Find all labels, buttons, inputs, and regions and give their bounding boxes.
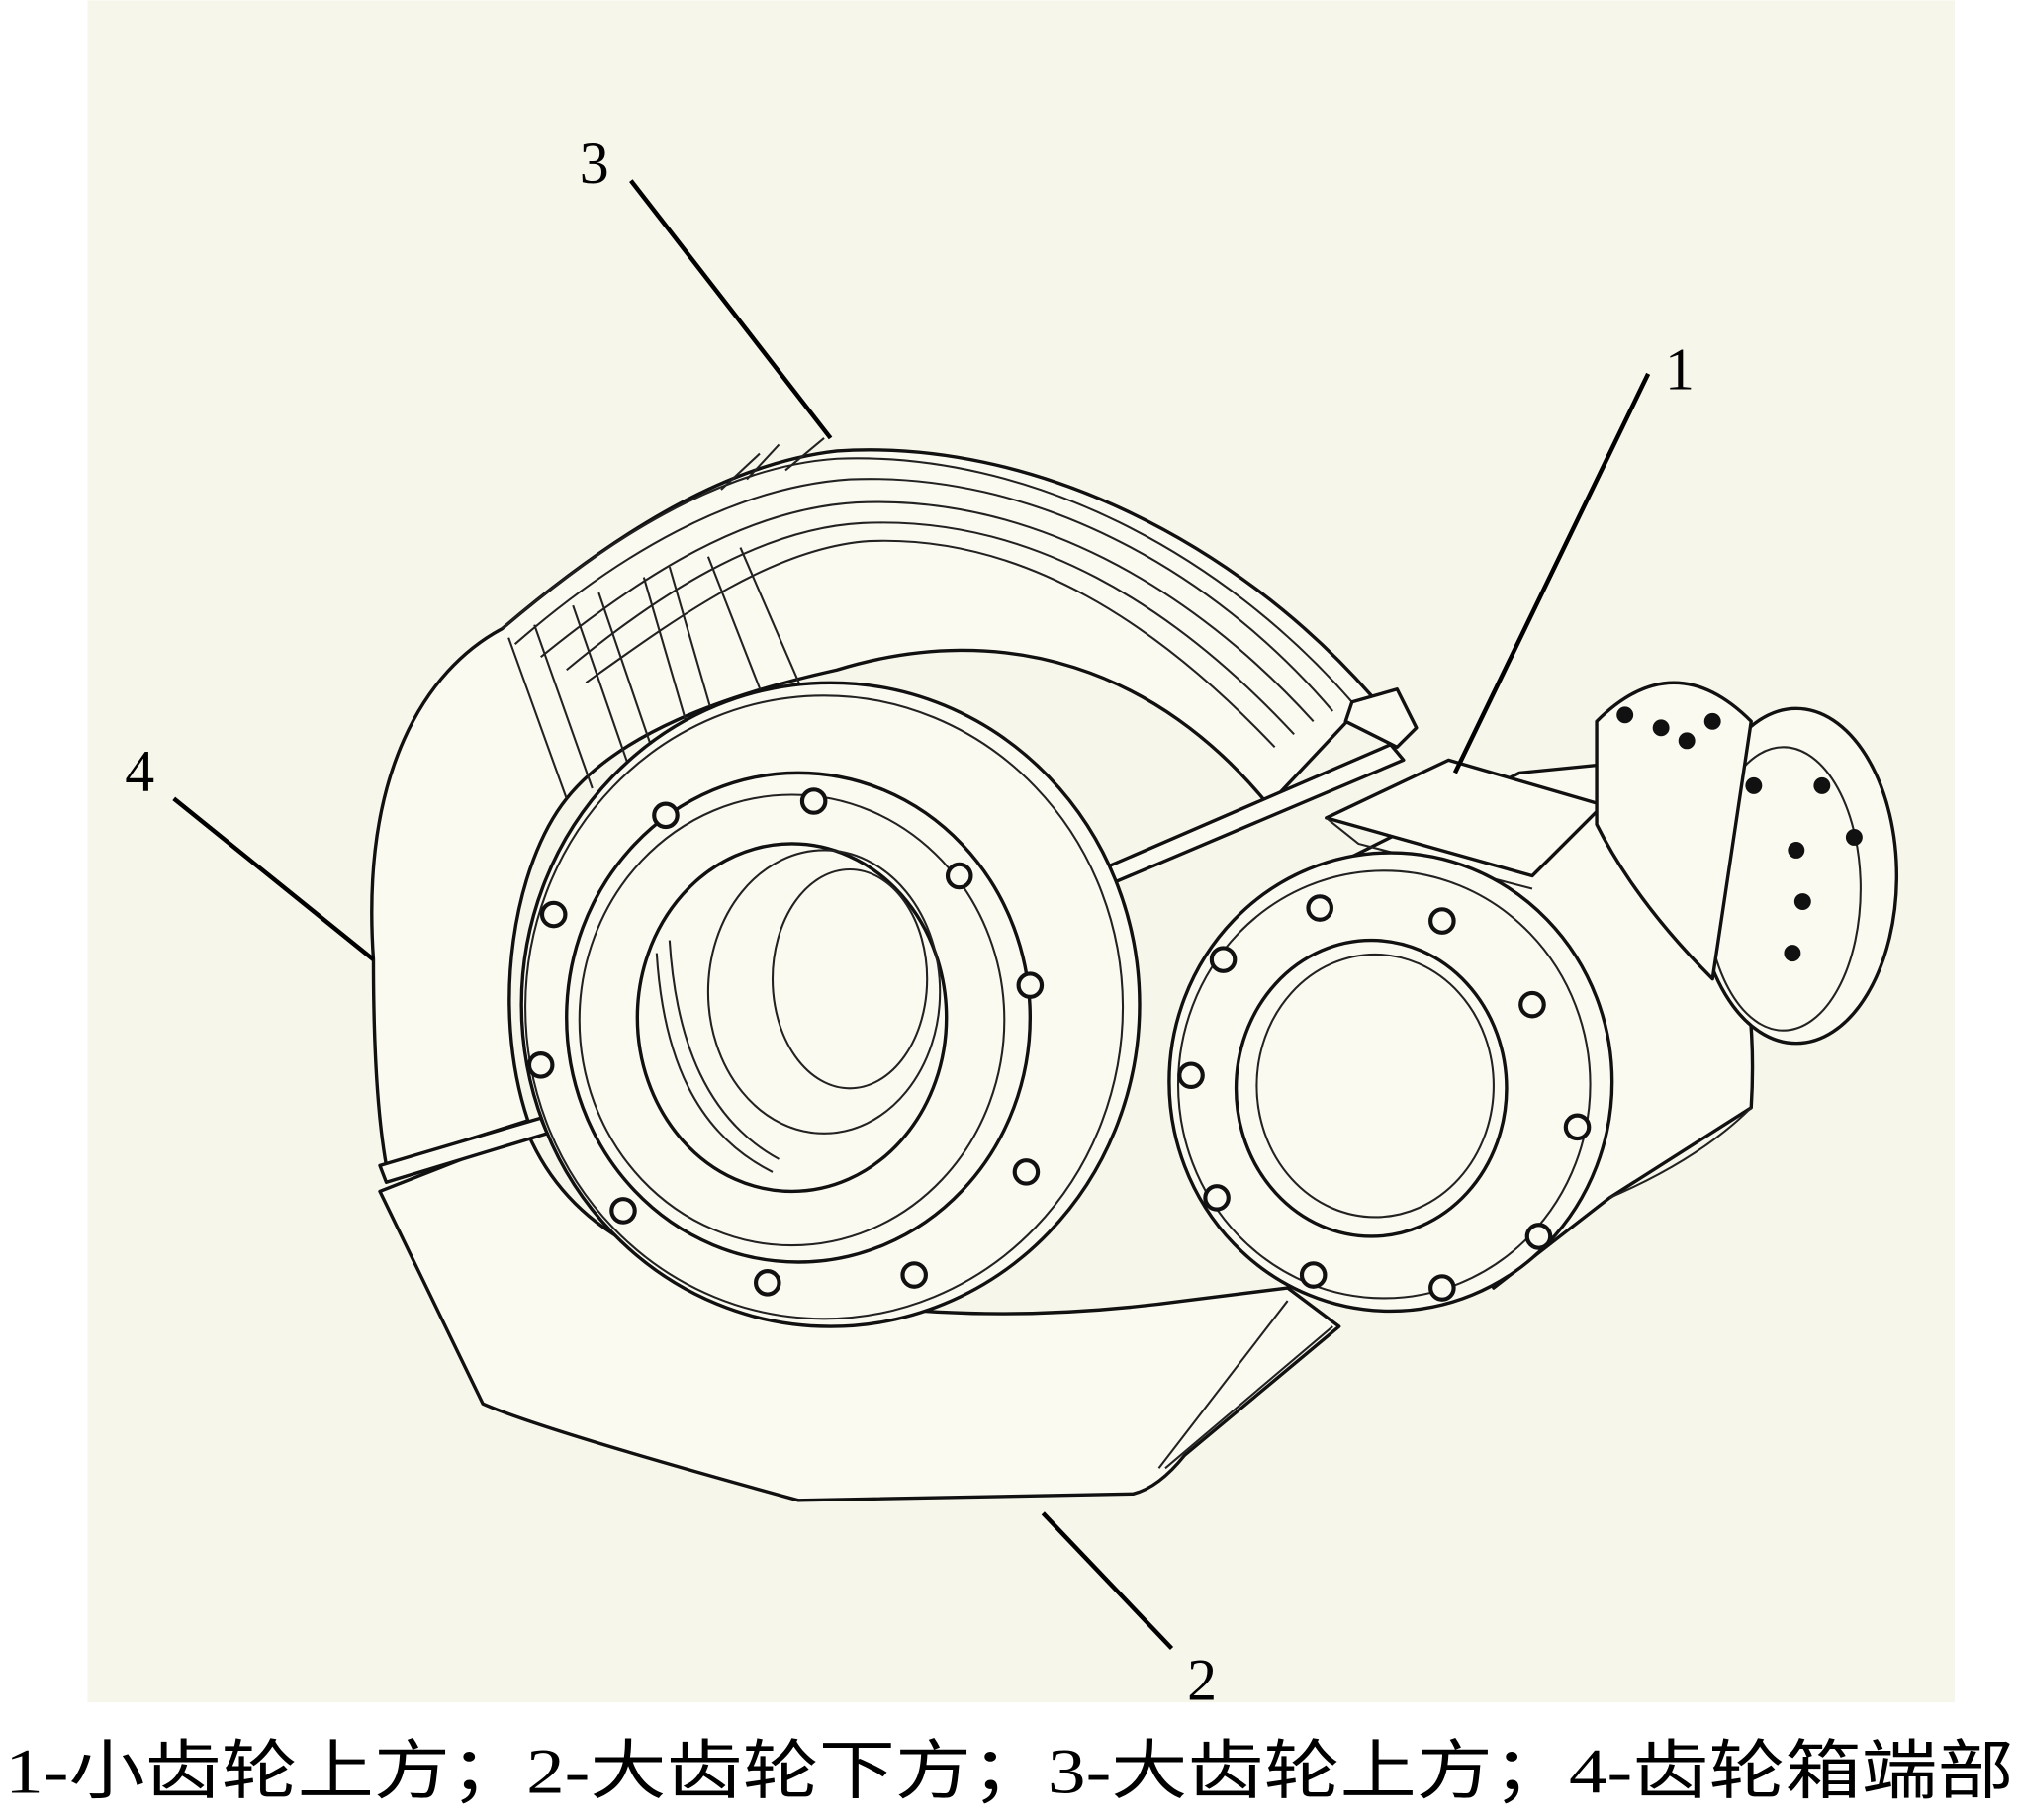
label-1: 1 <box>1665 336 1695 402</box>
leader-line-1 <box>1452 372 1651 774</box>
big-flange-bolts <box>526 787 1045 1297</box>
label-3: 3 <box>580 131 609 196</box>
label-4: 4 <box>125 739 154 804</box>
small-flange-bolts <box>1177 894 1592 1302</box>
leader-line-2 <box>1041 1511 1174 1651</box>
figure-caption: 1-小齿轮上方；2-大齿轮下方；3-大齿轮上方；4-齿轮箱端部 <box>5 1736 2014 1807</box>
leader-line-4 <box>172 796 375 961</box>
leader-line-3 <box>629 179 833 440</box>
coupling-bolts <box>1616 706 1863 962</box>
gearbox-drawing <box>370 437 1899 1502</box>
label-2: 2 <box>1187 1648 1217 1713</box>
